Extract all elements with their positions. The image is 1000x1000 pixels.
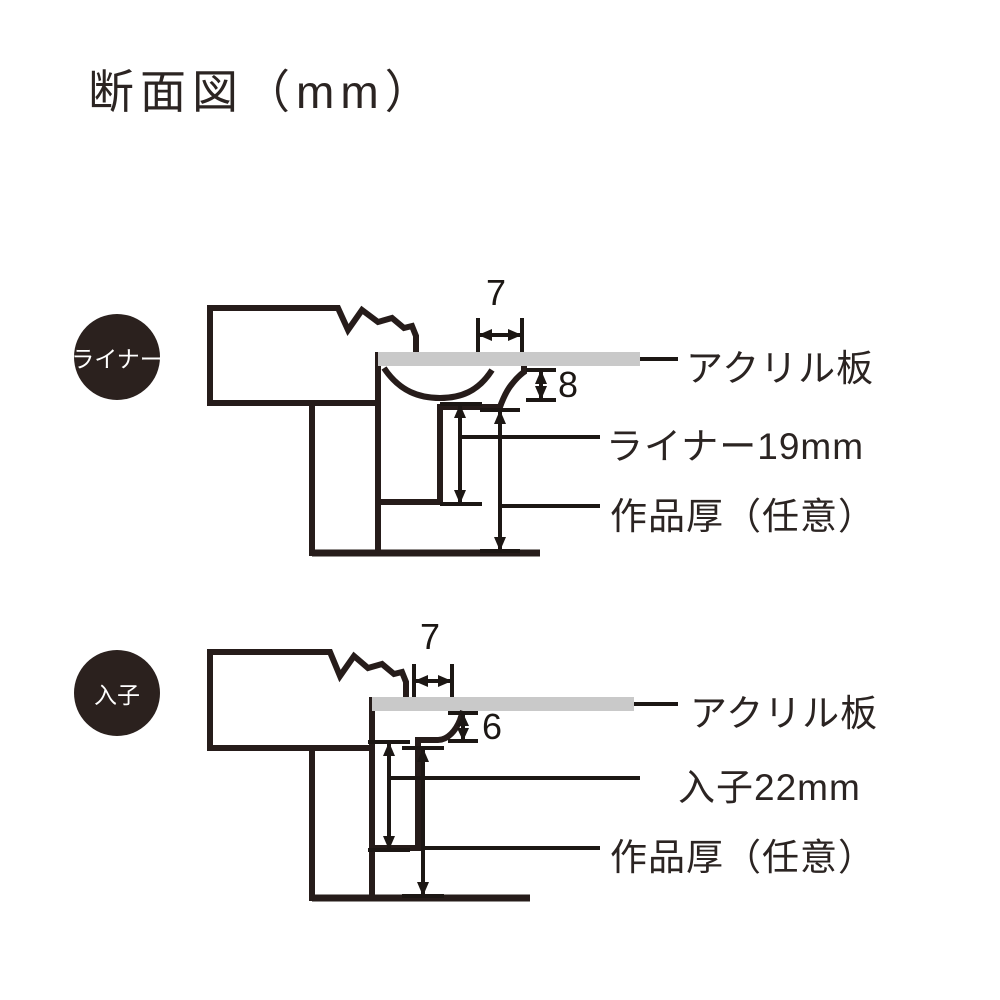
dim-nesting-22mm xyxy=(368,740,410,852)
badge-liner: ライナー xyxy=(71,314,163,400)
dim-6-nesting xyxy=(448,711,478,743)
callout-nesting-depth: 入子22mm xyxy=(678,767,861,808)
callout-artwork-thickness-liner: 作品厚（任意） xyxy=(610,496,876,537)
dim-artwork-thickness-nesting xyxy=(402,746,444,898)
dim-7-liner xyxy=(476,318,524,352)
dim-artwork-thickness-liner xyxy=(480,408,520,553)
dim-liner-19mm xyxy=(440,402,482,506)
callout-acrylic-panel-nesting: アクリル板 xyxy=(690,693,879,734)
page-title: 断面図（mm） xyxy=(88,66,437,118)
acrylic-panel-bar-2 xyxy=(372,697,634,711)
dim-label-acrylic-width-nesting: 7 xyxy=(420,616,441,657)
badge-nesting: 入子 xyxy=(74,650,160,736)
callout-liner-depth: ライナー19mm xyxy=(606,426,865,467)
dim-label-nesting-face-height: 6 xyxy=(482,706,503,747)
dim-8-liner xyxy=(526,368,556,402)
callout-artwork-thickness-nesting: 作品厚（任意） xyxy=(610,837,876,878)
acrylic-panel-bar xyxy=(378,352,640,366)
dim-label-liner-face-height: 8 xyxy=(558,364,579,405)
dim-7-nesting xyxy=(412,664,454,697)
dim-label-acrylic-width-liner: 7 xyxy=(486,272,507,313)
callout-acrylic-panel-liner: アクリル板 xyxy=(686,348,875,389)
